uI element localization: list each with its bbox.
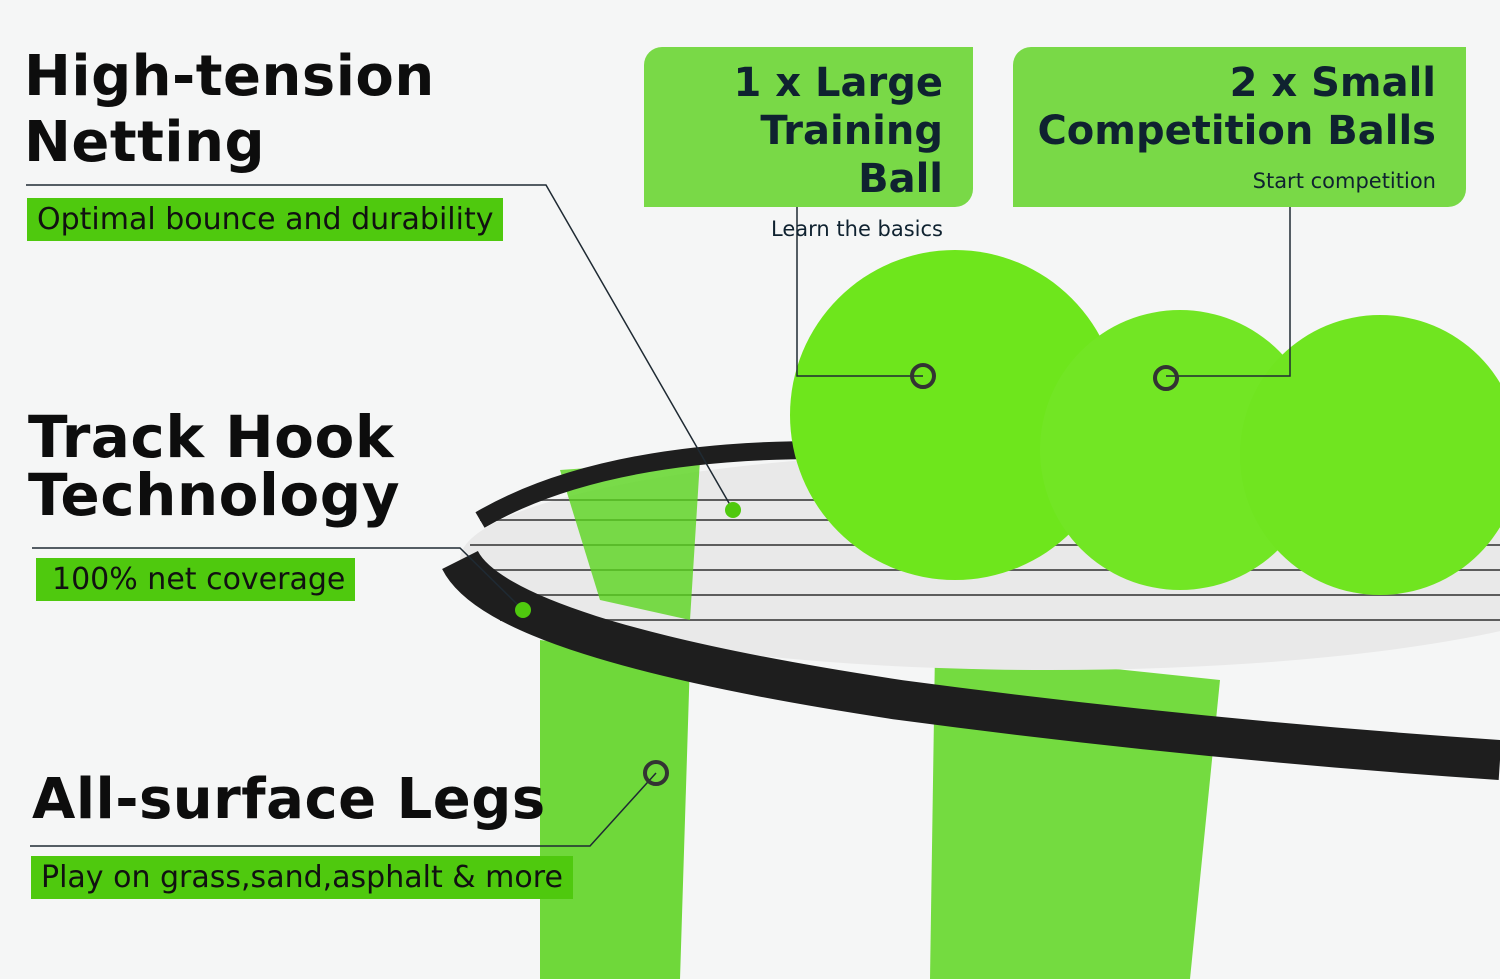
- left-leg: [540, 640, 690, 979]
- feature-title-netting: High-tension Netting: [24, 44, 435, 176]
- title-line: Track Hook: [28, 403, 394, 471]
- card-title: 1 x Large: [733, 60, 943, 106]
- small-ball-2: [1240, 315, 1500, 595]
- card-subtitle: Learn the basics: [771, 217, 943, 241]
- card-training-ball: 1 x Large Training Ball Learn the basics: [644, 47, 973, 241]
- callout-dots: [515, 363, 1179, 786]
- card-title: 2 x Small: [1229, 60, 1436, 106]
- title-line: All-surface Legs: [32, 767, 546, 832]
- net-green-band: [560, 460, 700, 620]
- title-line: High-tension: [24, 44, 435, 109]
- feature-title-legs: All-surface Legs: [32, 772, 546, 828]
- card-subtitle: Start competition: [1252, 169, 1436, 193]
- large-ball: [790, 250, 1120, 580]
- feature-title-track-hook: Track Hook Technology: [28, 408, 400, 524]
- feature-tag-track-hook: 100% net coverage: [36, 558, 356, 601]
- title-line: Technology: [28, 461, 401, 529]
- feature-tag-legs: Play on grass,sand,asphalt & more: [31, 856, 573, 899]
- feature-tag-netting: Optimal bounce and durability: [27, 198, 504, 241]
- title-line: Netting: [24, 110, 266, 175]
- card-competition-balls: 2 x Small Competition Balls Start compet…: [1013, 47, 1466, 207]
- card-title: Training Ball: [760, 108, 943, 202]
- small-ball-1: [1040, 310, 1320, 590]
- card-title: Competition Balls: [1037, 108, 1436, 154]
